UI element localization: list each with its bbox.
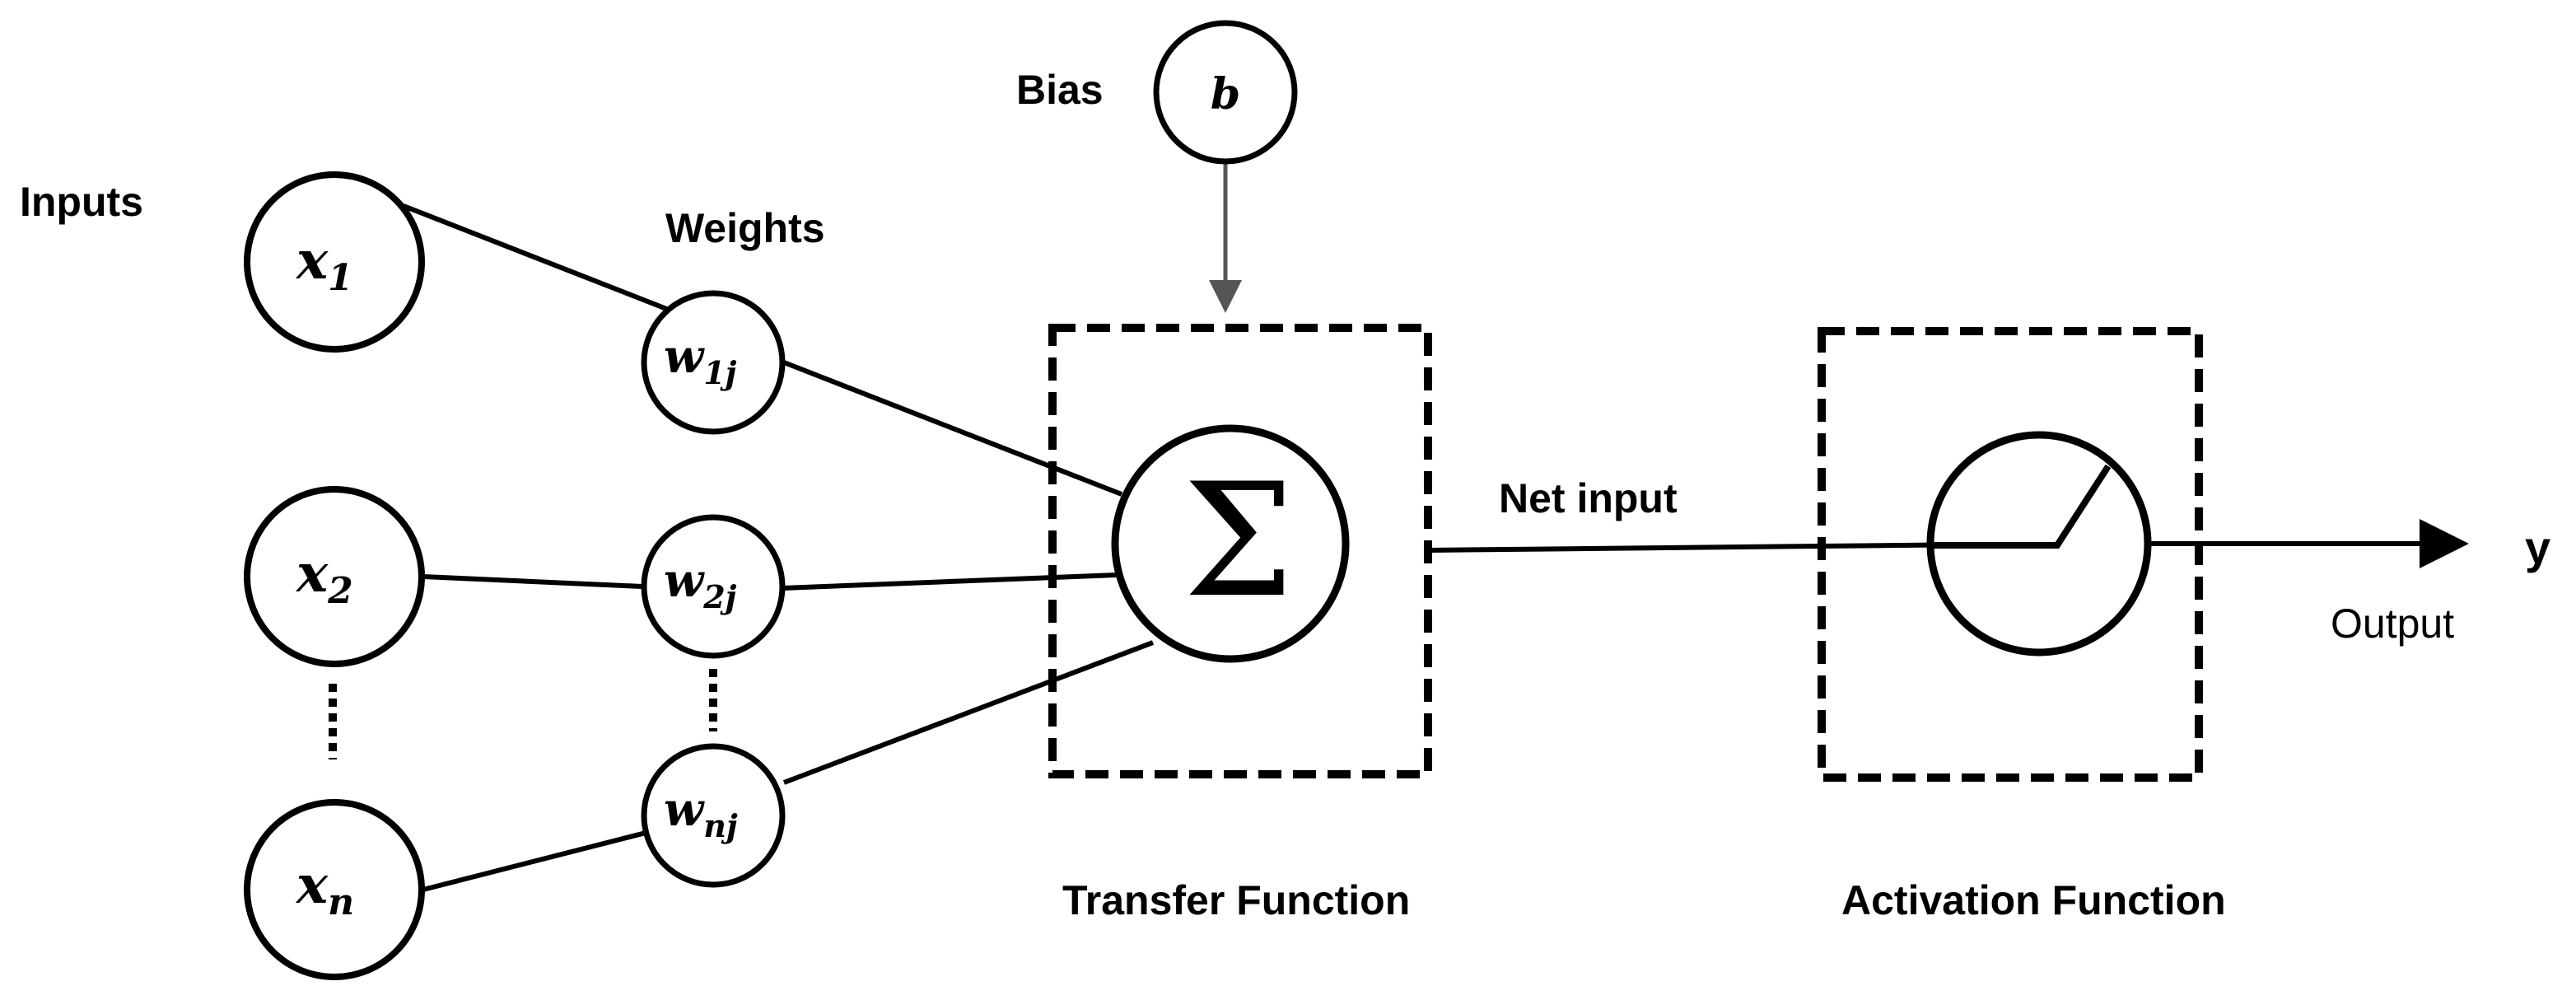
sum-symbol: Σ: [1183, 450, 1294, 632]
input-xn-label: xn: [295, 854, 354, 923]
output-symbol: y: [2525, 521, 2550, 573]
edge-xn-wn: [422, 829, 650, 892]
bias-symbol: b: [1211, 69, 1240, 119]
transfer-function-label: Transfer Function: [1062, 877, 1410, 923]
inputs-label: Inputs: [20, 179, 143, 225]
input-node-xn: [244, 799, 425, 980]
input-x1-label: x1: [295, 230, 353, 299]
input-node-x2: [244, 486, 425, 667]
bias-node: [1153, 20, 1298, 165]
weights-label: Weights: [665, 205, 825, 251]
activation-function-box: [1818, 327, 2203, 782]
sum-node: [1111, 424, 1350, 663]
output-label: Output: [2331, 600, 2454, 647]
weight-w2j-label: w2j: [664, 554, 737, 615]
transfer-function-box: [1048, 324, 1432, 778]
net-input-label: Net input: [1499, 475, 1678, 521]
edge-w1-sum: [782, 360, 1123, 497]
activation-function-label: Activation Function: [1841, 877, 2226, 923]
edge-wn-sum: [782, 640, 1155, 785]
weight-wnj-label: wnj: [664, 783, 738, 844]
weight-w1j-label: w1j: [664, 329, 737, 391]
weight-node-w2j: [641, 514, 786, 659]
bias-label: Bias: [1016, 67, 1104, 113]
edge-x1-w1: [402, 203, 670, 312]
input-x2-label: x2: [295, 543, 353, 612]
edge-w2-sum: [782, 572, 1118, 591]
weight-node-w1j: [641, 290, 786, 435]
input-node-x1: [244, 171, 425, 353]
edge-x2-w2: [422, 574, 643, 589]
weight-node-wnj: [641, 743, 786, 888]
relu-icon: [1930, 464, 2112, 549]
